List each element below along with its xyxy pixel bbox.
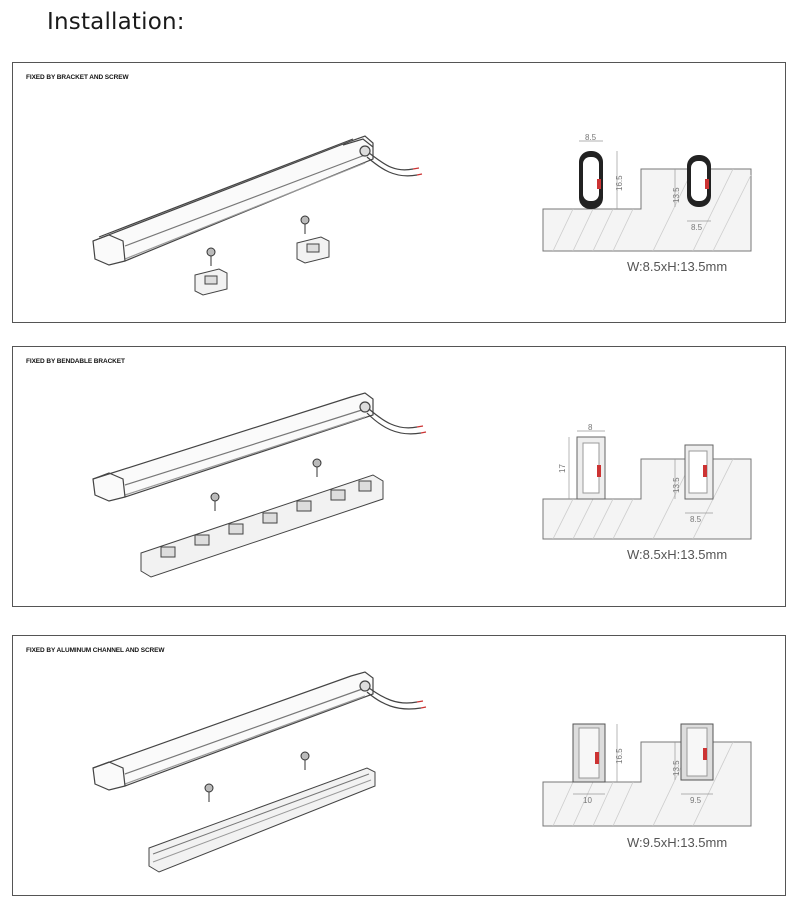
panel-label: FIXED BY BRACKET AND SCREW — [26, 74, 129, 81]
dim-bottom-width: 8.5 — [691, 223, 703, 232]
dim-height-a: 17 — [558, 464, 567, 473]
screw-icon — [204, 751, 310, 802]
cross-section-diagram: 8.5 16.5 13.5 8.5 — [542, 133, 752, 252]
dim-top-width: 8.5 — [585, 133, 597, 142]
panel-label: FIXED BY BENDABLE BRACKET — [26, 358, 125, 365]
aluminum-channel-icon — [148, 767, 376, 873]
page-title: Installation: — [47, 9, 185, 35]
dim-height-b: 13.5 — [672, 187, 681, 203]
screw-icon — [210, 458, 322, 511]
dim-bottom-width: 9.5 — [690, 796, 702, 805]
led-strip-illustration — [92, 392, 427, 502]
spec-dimensions: W:8.5xH:13.5mm — [627, 547, 728, 562]
cross-section-diagram: 8 17 13.5 8.5 — [542, 423, 752, 540]
dim-top-width: 8 — [588, 423, 593, 432]
led-strip-illustration — [92, 135, 423, 266]
dim-bottom-left: 10 — [583, 796, 592, 805]
screw-icon — [206, 215, 310, 266]
panel-label: FIXED BY ALUMINUM CHANNEL AND SCREW — [26, 647, 165, 654]
bendable-bracket-icon — [140, 474, 384, 578]
dim-height-a: 16.5 — [615, 748, 624, 764]
dim-bottom-width: 8.5 — [690, 515, 702, 524]
cross-section-diagram: 16.5 13.5 10 9.5 — [542, 723, 752, 827]
bendable-bracket-diagram: 8 17 13.5 8.5 — [92, 392, 752, 578]
aluminum-channel-diagram: 16.5 13.5 10 9.5 — [92, 671, 752, 873]
mounting-clip-icon — [194, 236, 330, 296]
dim-height-b: 13.5 — [672, 760, 681, 776]
installation-panel-aluminum-channel: FIXED BY ALUMINUM CHANNEL AND SCREW — [12, 635, 786, 896]
spec-dimensions: W:8.5xH:13.5mm — [627, 259, 728, 274]
spec-dimensions: W:9.5xH:13.5mm — [627, 835, 728, 850]
dim-height-b: 13.5 — [672, 477, 681, 493]
dim-height-a: 16.5 — [615, 175, 624, 191]
led-strip-illustration — [92, 671, 427, 791]
installation-panel-bracket-screw: FIXED BY BRACKET AND SCREW — [12, 62, 786, 323]
installation-panel-bendable-bracket: FIXED BY BENDABLE BRACKET — [12, 346, 786, 607]
bracket-screw-diagram: 8.5 16.5 13.5 8.5 — [92, 133, 752, 296]
